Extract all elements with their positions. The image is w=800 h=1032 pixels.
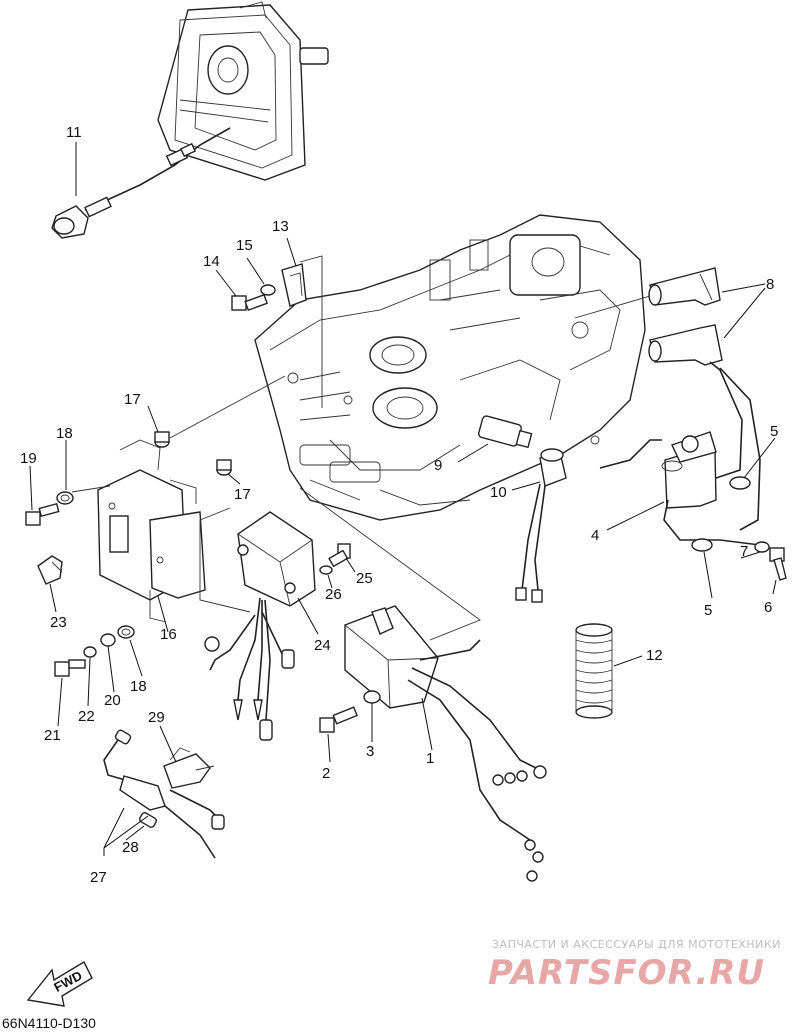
callout-19: 19 (20, 450, 37, 467)
callout-23: 23 (50, 614, 67, 631)
cap-10 (515, 448, 567, 603)
callout-labels: 11 13 15 14 8 17 18 5 19 9 17 10 4 7 25 … (20, 124, 778, 886)
bolt-14 (231, 293, 269, 312)
washer-7 (754, 541, 770, 553)
temperature-sensor (51, 127, 231, 239)
washer-22 (83, 646, 97, 658)
bracket-13 (281, 263, 307, 307)
washer-20 (100, 633, 116, 647)
callout-22: 22 (78, 708, 95, 725)
spark-plug-cap-lower (648, 324, 723, 366)
callout-5a: 5 (770, 423, 778, 440)
callout-25: 25 (356, 570, 373, 587)
bushing-18-lower (117, 625, 135, 639)
callout-10: 10 (490, 484, 507, 501)
callout-9: 9 (434, 457, 442, 474)
ignition-coil (599, 361, 761, 552)
clip-23 (37, 555, 63, 585)
callout-8: 8 (766, 276, 774, 293)
callout-4: 4 (591, 527, 599, 544)
callout-28: 28 (122, 839, 139, 856)
holder-29 (163, 747, 215, 789)
callout-6: 6 (764, 599, 772, 616)
wire-harness-27 (103, 729, 225, 859)
callout-7: 7 (740, 543, 748, 560)
callout-17b: 17 (234, 486, 251, 503)
callout-12: 12 (646, 647, 663, 664)
callout-13: 13 (272, 218, 289, 235)
bolt-19 (25, 502, 60, 526)
engine-block (254, 214, 646, 521)
bolt-25 (328, 543, 351, 568)
thermo-switch-9 (478, 415, 533, 449)
spark-plug-cap-upper (648, 267, 721, 306)
grommet-17-upper (154, 431, 170, 448)
callout-14: 14 (203, 253, 220, 270)
callout-1: 1 (426, 750, 434, 767)
watermark: ЗАПЧАСТИ И АКСЕССУАРЫ ДЛЯ МОТОТЕХНИКИ PA… (488, 938, 781, 993)
callout-24: 24 (314, 637, 331, 654)
callout-27: 27 (90, 869, 107, 886)
callout-15: 15 (236, 237, 253, 254)
callout-18b: 18 (130, 678, 147, 695)
callout-18a: 18 (56, 425, 73, 442)
regulator-24 (204, 511, 316, 741)
callout-2: 2 (322, 765, 330, 782)
bolt-21 (54, 659, 86, 677)
callout-16: 16 (160, 626, 177, 643)
watermark-tagline: ЗАПЧАСТИ И АКСЕССУАРЫ ДЛЯ МОТОТЕХНИКИ (492, 938, 781, 951)
protector-12 (575, 623, 613, 719)
callout-17a: 17 (124, 391, 141, 408)
grommet-17-lower (216, 459, 232, 476)
callout-26: 26 (325, 586, 342, 603)
callout-21: 21 (44, 727, 61, 744)
fwd-arrow: FWD (26, 961, 93, 1007)
cover-housing (157, 1, 329, 181)
callout-11: 11 (66, 124, 82, 141)
washer-15 (260, 284, 276, 296)
callout-5b: 5 (704, 602, 712, 619)
diagram-code: 66N4110-D130 (2, 1015, 96, 1031)
bracket-16 (97, 439, 206, 623)
callout-20: 20 (104, 692, 121, 709)
screw-6 (769, 547, 787, 581)
bushing-18-upper (56, 491, 74, 505)
washer-26 (319, 565, 333, 575)
callout-29: 29 (148, 709, 165, 726)
callout-3: 3 (366, 743, 374, 760)
cdi-unit (344, 605, 547, 882)
washer-3 (363, 690, 381, 704)
watermark-brand: PARTSFOR.RU (488, 953, 765, 993)
bolt-2 (319, 706, 358, 733)
